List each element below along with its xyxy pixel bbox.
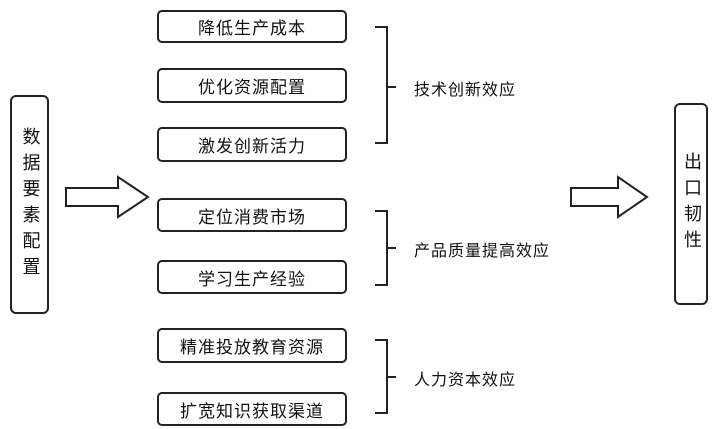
effect-label-quality: 产品质量提高效应 <box>414 241 551 260</box>
mechanism-label: 激发创新活力 <box>198 137 306 157</box>
mechanism-box: 激发创新活力 <box>157 127 347 162</box>
mechanism-label: 扩宽知识获取渠道 <box>180 401 324 422</box>
brace-human-capital <box>375 339 396 414</box>
right-arrow <box>570 175 649 219</box>
left-arrow <box>65 175 150 219</box>
mechanism-label: 降低生产成本 <box>198 19 306 39</box>
mechanism-box: 降低生产成本 <box>157 10 347 43</box>
source-box: 数据要素配置 <box>10 95 49 314</box>
mechanism-box: 优化资源配置 <box>157 68 347 103</box>
mechanism-label: 精准投放教育资源 <box>180 338 324 358</box>
mechanism-label: 优化资源配置 <box>198 78 306 98</box>
mechanism-box: 精准投放教育资源 <box>157 328 347 363</box>
mechanism-box: 学习生产经验 <box>157 260 347 294</box>
effect-label-technology: 技术创新效应 <box>414 80 517 99</box>
brace-technology <box>375 26 396 144</box>
brace-quality <box>375 210 396 286</box>
mechanism-box: 定位消费市场 <box>157 198 347 232</box>
mechanism-label: 学习生产经验 <box>198 269 306 290</box>
target-label: 出口韧性 <box>681 152 702 256</box>
effect-label-human-capital: 人力资本效应 <box>414 370 517 389</box>
target-box: 出口韧性 <box>674 103 708 305</box>
mechanism-label: 定位消费市场 <box>198 207 306 228</box>
source-label: 数据要素配置 <box>19 126 41 283</box>
mechanism-box: 扩宽知识获取渠道 <box>157 392 347 426</box>
